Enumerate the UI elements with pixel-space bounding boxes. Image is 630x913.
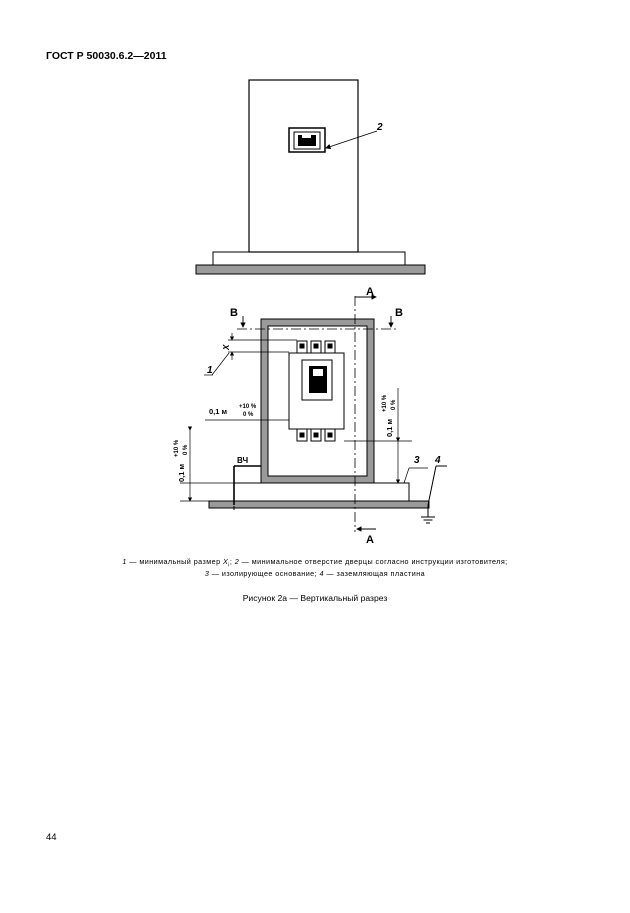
ground-plate-front: [195, 264, 426, 275]
section-label-b-left: В: [230, 307, 238, 319]
part-label-3: 3: [414, 455, 420, 466]
legend-line-2: 3 — изолирующее основание; 4 — заземляющ…: [40, 568, 590, 580]
device-opening-front: [288, 127, 326, 153]
leader-2: [325, 130, 378, 150]
front-view: [195, 79, 426, 275]
figure-legend: 1 — минимальный размер Xi; 2 — минимальн…: [40, 556, 590, 582]
x-dimension: [204, 333, 297, 376]
ground-plate-section: [208, 500, 430, 509]
figure-caption: Рисунок 2а — Вертикальный разрез: [242, 593, 388, 603]
section-label-b-right: В: [395, 307, 403, 319]
right-dim-tol-bottom: 0 %: [391, 399, 397, 410]
legend-number-4: 4: [319, 569, 324, 578]
legend-line-1: 1 — минимальный размер Xi; 2 — минимальн…: [40, 556, 590, 571]
legend-symbol-x: X: [223, 557, 229, 566]
left-vertical-dimension: [180, 426, 234, 502]
section-view: [180, 294, 447, 532]
horizontal-dim-value: 0,1 м: [209, 407, 228, 416]
horizontal-dim-tol-top: +10 %: [239, 404, 257, 410]
enclosure-front: [248, 79, 359, 253]
part-label-4: 4: [434, 455, 441, 466]
legend-text-3: — изолирующее основание;: [209, 569, 320, 578]
device-bottom-terminals: [296, 428, 336, 442]
left-dim-tol-top: +10 %: [174, 439, 180, 457]
insulating-base-section: [233, 482, 410, 502]
device-top-terminals: [296, 340, 336, 354]
right-dim-value: 0,1 м: [385, 418, 394, 437]
hf-label: ВЧ: [237, 456, 248, 465]
left-dim-value: 0,1 м: [177, 463, 186, 482]
legend-number-3: 3: [204, 569, 210, 578]
left-dim-tol-bottom: 0 %: [183, 444, 189, 455]
legend-separator-1: ;: [229, 557, 235, 566]
section-label-a-top: А: [366, 286, 374, 298]
page-number: 44: [46, 832, 57, 843]
legend-text-2: — минимальное отверстие дверцы согласно …: [239, 557, 508, 566]
legend-text-4: — заземляющая пластина: [323, 569, 426, 578]
right-dim-tol-top: +10 %: [382, 394, 388, 412]
ground-symbol: [421, 465, 447, 524]
legend-text-1: — минимальный размер: [126, 557, 224, 566]
section-label-a-bottom: А: [366, 534, 374, 546]
part-label-1: 1: [207, 365, 213, 376]
hf-connection: [233, 465, 261, 505]
leader-1: [211, 352, 230, 376]
legend-number-2: 2: [234, 557, 240, 566]
horizontal-dim-tol-bottom: 0 %: [243, 412, 254, 418]
document-header: ГОСТ Р 50030.6.2—2011: [46, 50, 167, 62]
leader-4: [427, 465, 437, 506]
legend-symbol-x-subscript: i: [228, 562, 230, 569]
leader-3: [403, 467, 410, 484]
legend-number-1: 1: [122, 557, 127, 566]
x-dim-label: X: [222, 344, 231, 351]
part-label-2: 2: [376, 122, 383, 133]
right-vertical-dimension: [344, 388, 428, 484]
base-front: [212, 251, 406, 266]
